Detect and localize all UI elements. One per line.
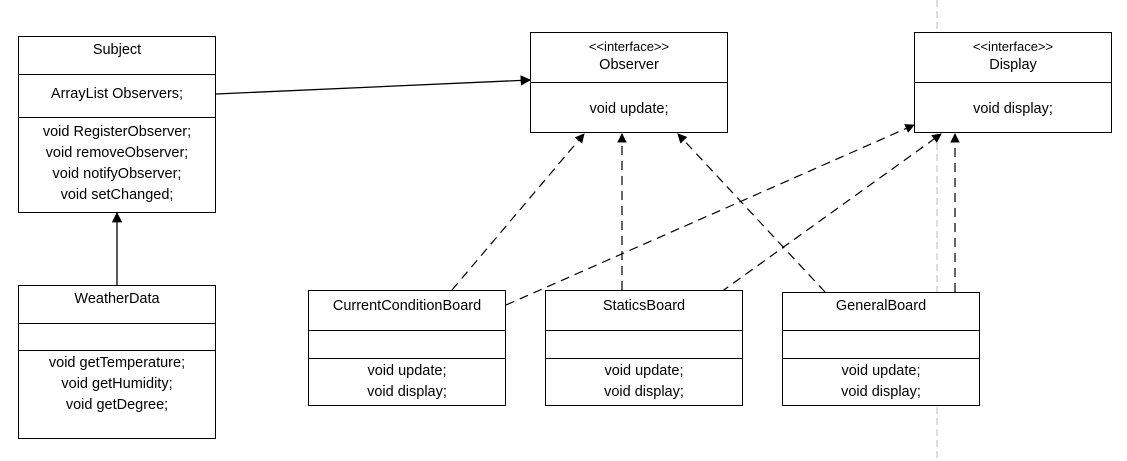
stereotype-label: <<interface>> <box>972 39 1054 54</box>
method: void removeObserver; <box>45 145 189 161</box>
class-staticsboard[interactable]: StaticsBoard void update; void display; <box>545 290 743 406</box>
class-staticsboard-attributes <box>546 330 742 358</box>
class-generalboard-name-section: GeneralBoard <box>783 293 979 330</box>
class-weatherdata-methods: void getTemperature; void getHumidity; v… <box>19 350 215 438</box>
method: void RegisterObserver; <box>42 124 192 140</box>
class-weatherdata-name-section: WeatherData <box>19 286 215 323</box>
method: void getDegree; <box>65 397 169 413</box>
method: void getHumidity; <box>61 376 173 392</box>
method: void update; <box>604 363 684 379</box>
realization-currentconditionboard-display <box>505 124 915 306</box>
class-generalboard[interactable]: GeneralBoard void update; void display; <box>782 292 980 406</box>
interface-observer-name-section: <<interface>> Observer <box>531 33 727 82</box>
class-generalboard-attributes <box>783 330 979 358</box>
class-generalboard-methods: void update; void display; <box>783 358 979 405</box>
class-currentconditionboard-methods: void update; void display; <box>309 358 505 405</box>
stereotype-label: <<interface>> <box>588 39 670 54</box>
method: void getTemperature; <box>48 355 186 371</box>
class-currentconditionboard-name: CurrentConditionBoard <box>332 298 482 314</box>
interface-display[interactable]: <<interface>> Display void display; <box>914 32 1112 133</box>
class-currentconditionboard[interactable]: CurrentConditionBoard void update; void … <box>308 290 506 406</box>
class-weatherdata[interactable]: WeatherData void getTemperature; void ge… <box>18 285 216 439</box>
method: void display; <box>367 384 447 400</box>
method: void update; <box>367 363 447 379</box>
class-subject-methods: void RegisterObserver; void removeObserv… <box>19 117 215 212</box>
realization-generalboard-observer <box>677 133 826 293</box>
realization-currentconditionboard-observer <box>451 133 585 291</box>
class-subject-name-section: Subject <box>19 37 215 74</box>
interface-observer[interactable]: <<interface>> Observer void update; <box>530 32 728 133</box>
interface-display-name: Display <box>989 57 1037 73</box>
interface-observer-name: Observer <box>599 57 659 73</box>
class-subject-name: Subject <box>92 42 142 58</box>
interface-observer-methods: void update; <box>531 82 727 132</box>
method: void update; <box>841 363 921 379</box>
attribute: ArrayList Observers; <box>50 86 184 102</box>
class-generalboard-name: GeneralBoard <box>835 298 927 314</box>
class-staticsboard-methods: void update; void display; <box>546 358 742 405</box>
interface-display-name-section: <<interface>> Display <box>915 33 1111 82</box>
method: void display; <box>841 384 921 400</box>
class-subject-attributes: ArrayList Observers; <box>19 74 215 117</box>
class-weatherdata-name: WeatherData <box>74 291 160 307</box>
association-subject-observer <box>215 75 532 95</box>
class-weatherdata-attributes <box>19 323 215 350</box>
class-staticsboard-name: StaticsBoard <box>602 298 686 314</box>
method: void display; <box>604 384 684 400</box>
interface-display-methods: void display; <box>915 82 1111 132</box>
class-currentconditionboard-attributes <box>309 330 505 358</box>
method: void notifyObserver; <box>52 166 182 182</box>
class-currentconditionboard-name-section: CurrentConditionBoard <box>309 291 505 330</box>
method: void display; <box>973 101 1053 117</box>
realization-staticsboard-display <box>720 133 942 293</box>
class-staticsboard-name-section: StaticsBoard <box>546 291 742 330</box>
method: void update; <box>589 101 669 117</box>
class-subject[interactable]: Subject ArrayList Observers; void Regist… <box>18 36 216 213</box>
method: void setChanged; <box>60 187 174 203</box>
